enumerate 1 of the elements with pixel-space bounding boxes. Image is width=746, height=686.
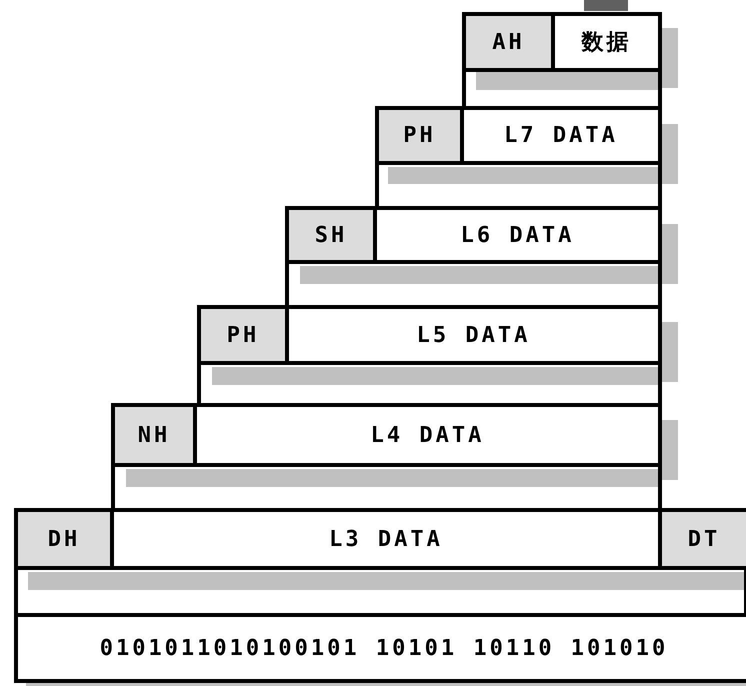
bit-stream-cell: 0101011010100101 10101 10110 101010 [14, 613, 746, 683]
